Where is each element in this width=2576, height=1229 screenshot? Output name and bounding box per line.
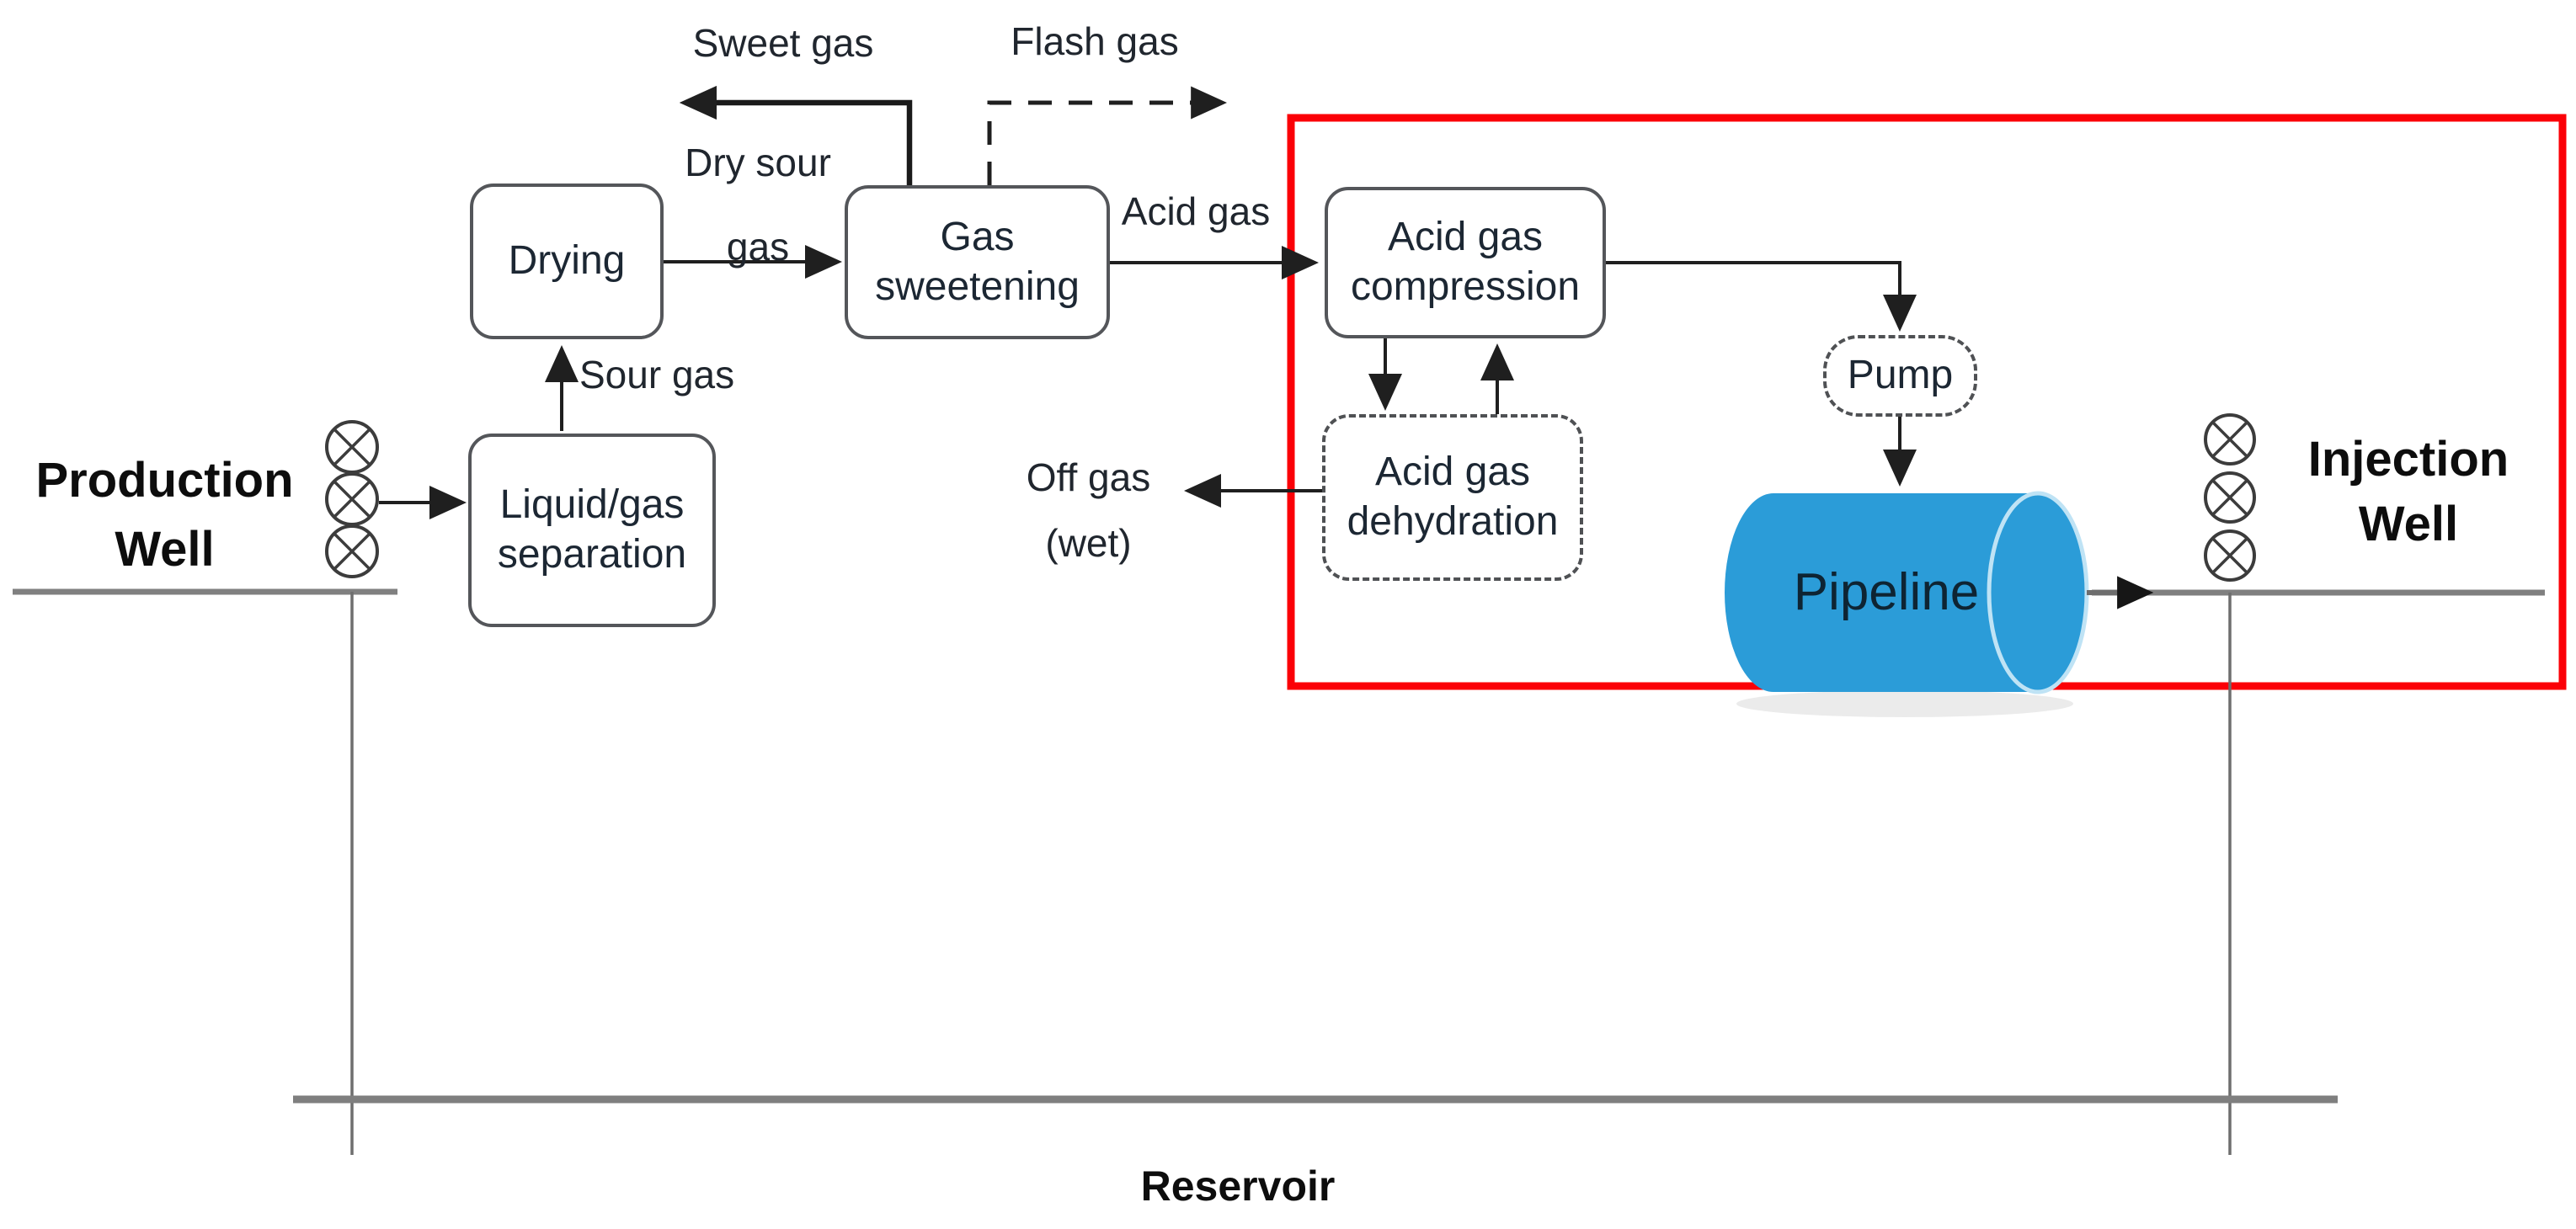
node-separation-line2: separation: [497, 532, 687, 577]
injection-wellhead-icon: [2204, 413, 2256, 582]
label-injection-line2: Well: [2358, 496, 2459, 551]
node-compression-line2: compression: [1350, 264, 1581, 309]
arrow-flash-gas: [987, 86, 1228, 185]
node-dehydration-line2: dehydration: [1347, 499, 1559, 544]
label-off-gas: Off gas (wet): [994, 444, 1183, 576]
node-liquid-gas-separation: Liquid/gas separation: [468, 434, 716, 627]
label-pipeline: Pipeline: [1793, 563, 1980, 621]
label-flash-gas: Flash gas: [1011, 19, 1179, 63]
label-off-gas-line2: (wet): [1045, 521, 1132, 566]
label-sour-gas: Sour gas: [579, 353, 735, 396]
label-injection-line1: Injection: [2307, 432, 2509, 487]
label-reservoir: Reservoir: [1140, 1162, 1336, 1210]
label-injection-well: Injection Well: [2265, 428, 2552, 556]
node-acid-gas-dehydration: Acid gas dehydration: [1322, 414, 1583, 581]
arrow-compression-to-pump: [1606, 261, 1917, 332]
node-pump-label: Pump: [1847, 353, 1954, 398]
node-separation-line1: Liquid/gas: [499, 482, 685, 528]
node-sweetening-line1: Gas: [940, 214, 1015, 259]
node-drying: Drying: [470, 184, 664, 339]
label-production-line1: Production: [35, 453, 294, 508]
node-gas-sweetening: Gas sweetening: [845, 185, 1110, 339]
label-dry-sour-gas-line1: Dry sour: [685, 141, 831, 184]
node-dehydration-line1: Acid gas: [1374, 450, 1531, 495]
label-production-well: Production Well: [7, 446, 323, 585]
label-dry-sour-gas-line2: gas: [726, 225, 790, 269]
node-compression-line1: Acid gas: [1387, 215, 1544, 260]
node-sweetening-line2: sweetening: [875, 263, 1080, 309]
production-wellhead-icon: [325, 420, 379, 578]
arrow-sweet-gas: [679, 85, 913, 185]
label-sweet-gas: Sweet gas: [692, 21, 874, 65]
node-pump: Pump: [1823, 335, 1977, 417]
pipeline-cylinder: [1725, 491, 2089, 717]
label-acid-gas: Acid gas: [1121, 189, 1271, 233]
label-production-line2: Well: [115, 522, 215, 577]
label-off-gas-line1: Off gas: [1026, 455, 1151, 499]
node-drying-label: Drying: [508, 238, 626, 284]
node-acid-gas-compression: Acid gas compression: [1325, 187, 1606, 338]
